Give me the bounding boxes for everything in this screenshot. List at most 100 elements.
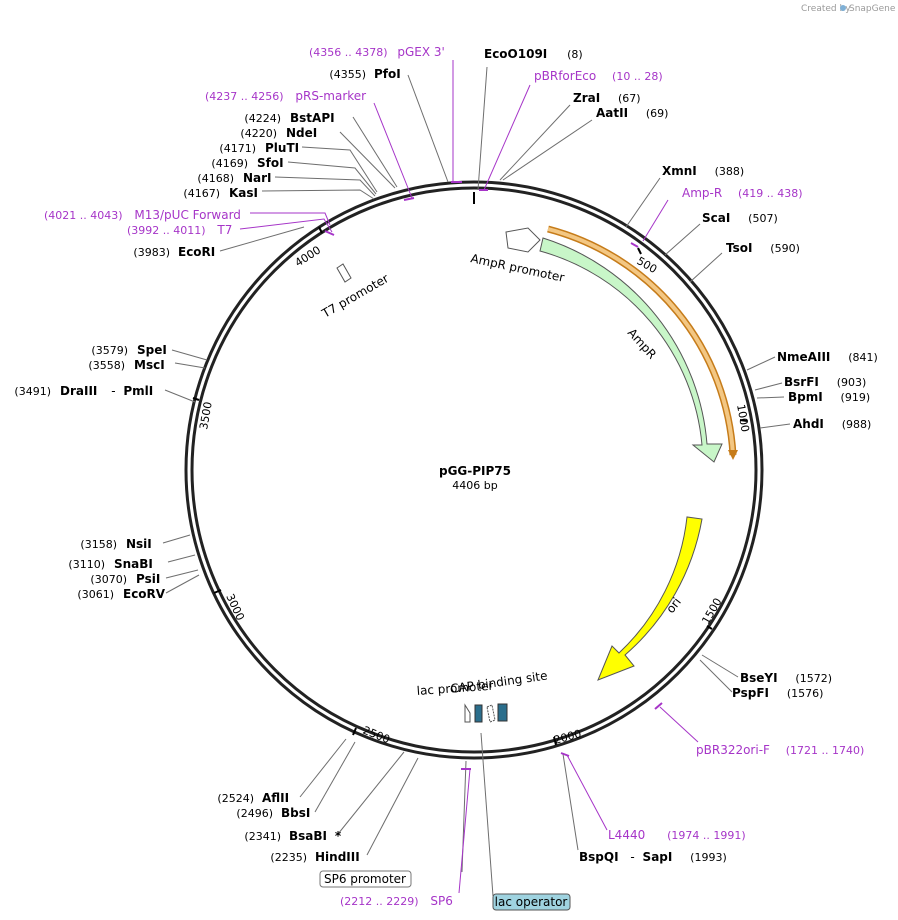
primer-sp6[interactable]: (2212 .. 2229) SP6: [340, 894, 453, 908]
amp-r-primer-arrowhead: [728, 450, 738, 460]
primer-pbr322ori-f[interactable]: pBR322ori-F (1721 .. 1740): [696, 743, 864, 757]
site-afliii[interactable]: AflII: [262, 791, 289, 805]
site-name-2: SapI: [643, 850, 673, 864]
leader-line: [162, 534, 191, 544]
site-position: (590): [770, 242, 800, 255]
primer-range: (3992 .. 4011): [127, 224, 206, 237]
primer-leader-lines: [239, 60, 699, 894]
site-position: (507): [748, 212, 778, 225]
site-tsoi[interactable]: TsoI (590): [726, 241, 800, 255]
site-bspqi-sapi[interactable]: BspQI - SapI (1993): [579, 850, 727, 864]
site-msci[interactable]: MscI: [134, 358, 165, 372]
site-bstapi[interactable]: BstAPI: [290, 111, 335, 125]
leader-line: [642, 199, 669, 242]
ampr-promoter-label: AmpR promoter: [469, 251, 565, 285]
site-snabi[interactable]: SnaBI: [114, 557, 153, 571]
site-name: BseYI: [740, 671, 778, 685]
ampr-feature-arrow[interactable]: [539, 237, 723, 463]
site-position: (4171): [219, 142, 256, 155]
site-bpmi[interactable]: BpmI (919): [788, 390, 870, 404]
site-bsabi[interactable]: BsaBI *: [289, 829, 342, 843]
primer-range: (419 .. 438): [738, 187, 803, 200]
site-ecoo109i[interactable]: EcoO109I (8): [484, 47, 583, 61]
lac-operator-box[interactable]: [474, 704, 483, 723]
leader-line: [664, 223, 701, 256]
primer-m13-puc-forward[interactable]: (4021 .. 4043) M13/pUC Forward: [44, 208, 241, 222]
site-name: XmnI: [662, 164, 697, 178]
primer-name: M13/pUC Forward: [134, 208, 241, 222]
lac-promoter-arrow[interactable]: [464, 703, 471, 723]
site-bseyi[interactable]: BseYI (1572): [740, 671, 832, 685]
site-draiii-pmli[interactable]: DraIII - PmlI: [60, 384, 153, 398]
site-name-2: PmlI: [123, 384, 153, 398]
site-nsii[interactable]: NsiI: [126, 537, 152, 551]
created-by-label: Created by: [801, 4, 851, 14]
lac-operator-label-box[interactable]: [492, 893, 571, 911]
tick-mark: [637, 247, 642, 255]
primer-amp-r[interactable]: Amp-R (419 .. 438): [682, 186, 803, 200]
site-bsrfi[interactable]: BsrFI (903): [784, 375, 866, 389]
site-scai[interactable]: ScaI (507): [702, 211, 778, 225]
ampr-promoter-arrow[interactable]: [505, 227, 541, 253]
site-sfoi[interactable]: SfoI: [257, 156, 284, 170]
site-pspfi[interactable]: PspFI (1576): [732, 686, 823, 700]
site-separator: -: [630, 850, 634, 864]
leader-line: [502, 119, 593, 181]
backbone-inner: [190, 186, 758, 754]
leader-line: [274, 176, 376, 197]
site-position: (2341): [244, 830, 281, 843]
site-ahdi[interactable]: AhdI (988): [793, 417, 871, 431]
site-position: (4169): [211, 157, 248, 170]
site-xmni[interactable]: XmnI (388): [662, 164, 744, 178]
brand-name: SnapGene: [849, 4, 896, 14]
site-position: (3983): [133, 246, 170, 259]
leader-line: [167, 554, 196, 563]
site-position: (1993): [690, 851, 727, 864]
site-position: (4168): [197, 172, 234, 185]
site-ecorv[interactable]: EcoRV: [123, 587, 166, 601]
site-ndei[interactable]: NdeI: [286, 126, 317, 140]
site-kasi[interactable]: KasI: [229, 186, 258, 200]
site-zrai[interactable]: ZraI (67): [573, 91, 641, 105]
site-spei[interactable]: SpeI: [137, 343, 167, 357]
primer-pgex-3[interactable]: (4356 .. 4378) pGEX 3': [309, 45, 445, 59]
site-nmeaiii[interactable]: NmeAIII (841): [777, 350, 878, 364]
primer-name: pRS-marker: [295, 89, 366, 103]
site-position: (4220): [240, 127, 277, 140]
primer-mark: [654, 702, 663, 710]
site-position: (4224): [244, 112, 281, 125]
site-bbsi[interactable]: BbsI: [281, 806, 310, 820]
primer-l4440[interactable]: L4440 (1974 .. 1991): [608, 828, 746, 842]
leader-line: [746, 356, 776, 371]
site-psii[interactable]: PsiI: [136, 572, 160, 586]
primer-range: (4356 .. 4378): [309, 46, 388, 59]
site-pfoi[interactable]: PfoI: [374, 67, 401, 81]
site-position: (2524): [217, 792, 254, 805]
t7-promoter-label: T7 promoter: [319, 271, 391, 321]
leader-line: [689, 252, 723, 283]
site-hindiii[interactable]: HindIII: [315, 850, 360, 864]
leader-line: [165, 569, 199, 579]
site-position: (2235): [270, 851, 307, 864]
primer-name: pGEX 3': [397, 45, 444, 59]
site-position: (919): [841, 391, 871, 404]
sp6-promoter-box[interactable]: [319, 870, 412, 888]
primer-t7[interactable]: (3992 .. 4011) T7: [127, 223, 232, 237]
primer-mark: [630, 242, 639, 248]
primer-pbrforeco[interactable]: pBRforEco (10 .. 28): [534, 69, 663, 83]
site-name: ScaI: [702, 211, 730, 225]
cap-binding-site-box[interactable]: [497, 703, 508, 722]
leader-line: [164, 389, 196, 403]
leader-line: [562, 753, 579, 851]
primer-range: (1974 .. 1991): [667, 829, 746, 842]
primer-prs-marker[interactable]: (4237 .. 4256) pRS-marker: [205, 89, 366, 103]
ori-feature-arrow[interactable]: [597, 516, 703, 681]
site-ecori[interactable]: EcoRI: [178, 245, 215, 259]
site-name: NmeAIII: [777, 350, 830, 364]
t7-promoter-arrow[interactable]: [336, 263, 352, 283]
site-position: (1576): [787, 687, 824, 700]
leader-line: [480, 732, 494, 897]
site-pluti[interactable]: PluTI: [265, 141, 299, 155]
site-aatii[interactable]: AatII (69): [596, 106, 668, 120]
site-nari[interactable]: NarI: [243, 171, 272, 185]
